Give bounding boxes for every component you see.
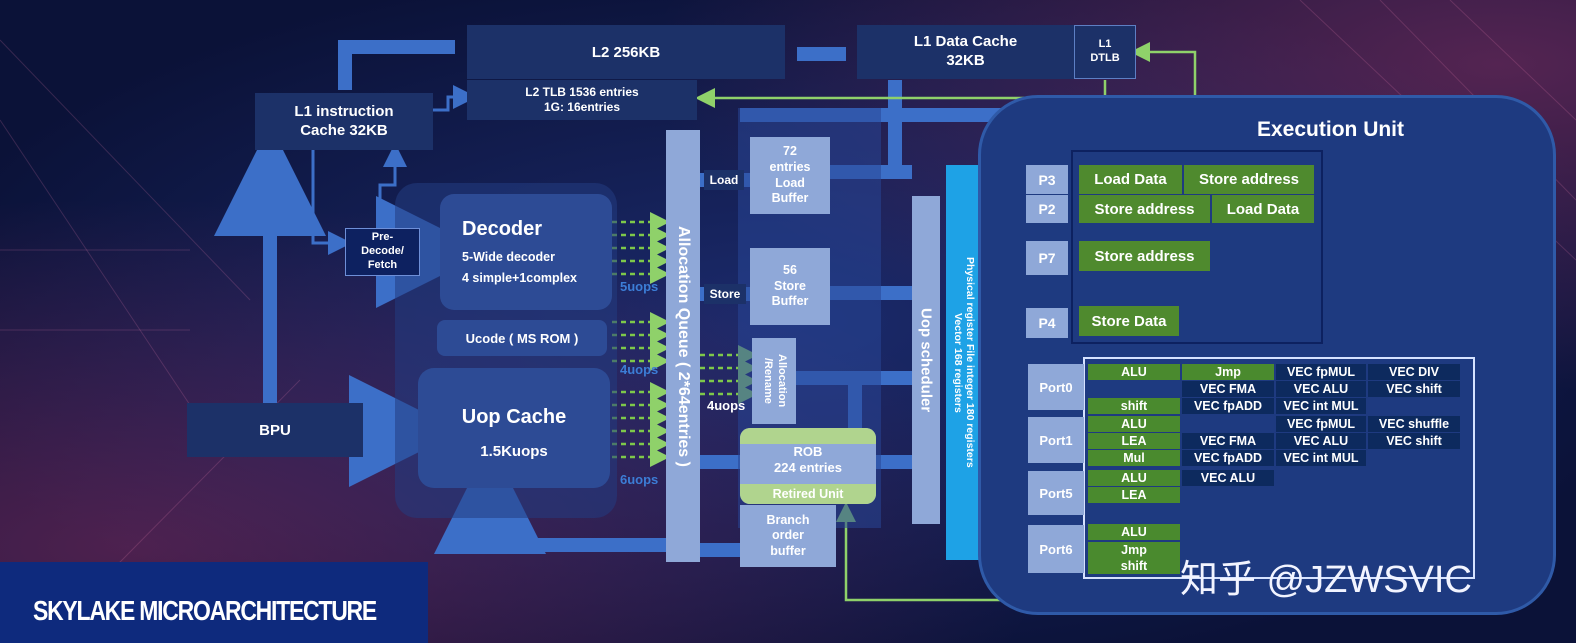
port-label-p4: P4 [1026, 308, 1068, 338]
port-label-port0: Port0 [1028, 364, 1084, 410]
bpu-text: BPU [259, 421, 291, 439]
exec-unit-port1-1-3: VEC shift [1368, 433, 1460, 449]
l1-dtlb-text: L1 DTLB [1090, 38, 1120, 64]
load-buffer: 72 entries Load Buffer [750, 137, 830, 214]
p4-store-data: Store Data [1079, 306, 1179, 336]
port-label-p3: P3 [1026, 165, 1068, 194]
l1-data-cache: L1 Data Cache 32KB [857, 25, 1074, 79]
exec-unit-port5-1-0: LEA [1088, 487, 1180, 503]
uop-cache-subtitle: 1.5Kuops [480, 443, 548, 460]
footer-banner-text: SKYLAKE MICROARCHITECTURE [33, 595, 377, 626]
port-label-port6: Port6 [1028, 525, 1084, 573]
allocation-queue: Allocation Queue ( 2*64entries ) [666, 130, 700, 562]
exec-unit-port1-0-1: VEC fpMUL [1276, 416, 1366, 432]
p7-store-address: Store address [1079, 241, 1210, 271]
exec-unit-port5-0-1: VEC ALU [1182, 470, 1274, 486]
physical-register-file: Physical register File integer 180 regis… [946, 165, 982, 560]
decoder: Decoder 5-Wide decoder 4 simple+1complex [440, 194, 612, 310]
branch-order-buffer: Branch order buffer [740, 505, 836, 567]
ucode-text: Ucode ( MS ROM ) [465, 330, 579, 346]
p2-load-data: Load Data [1212, 195, 1314, 223]
l1-dtlb: L1 DTLB [1074, 25, 1136, 79]
exec-unit-port6-1-0: Jmp [1088, 542, 1180, 558]
exec-unit-port1-2-2: VEC int MUL [1276, 450, 1366, 466]
footer-banner [0, 562, 428, 643]
uop-scheduler: Uop scheduler [912, 196, 940, 524]
allocation-queue-label: Allocation Queue ( 2*64entries ) [675, 225, 692, 467]
exec-unit-port0-0-0: ALU [1088, 364, 1180, 380]
exec-unit-port0-1-0: VEC FMA [1182, 381, 1274, 397]
load-tag-text: Load [709, 173, 739, 187]
l1d-text: L1 Data Cache 32KB [913, 33, 1018, 69]
exec-unit-port6-0-0: ALU [1088, 524, 1180, 540]
exec-unit-port1-0-0: ALU [1088, 416, 1180, 432]
register-file-text: Physical register File integer 180 regis… [952, 257, 977, 468]
store-tag: Store [704, 284, 746, 304]
port-label-port1: Port1 [1028, 417, 1084, 463]
exec-unit-port0-2-0: shift [1088, 398, 1180, 414]
exec-unit-port1-2-1: VEC fpADD [1182, 450, 1274, 466]
allocation-rename-text: Allocation /Rename [762, 354, 788, 408]
bpu: BPU [187, 403, 363, 457]
l1-instruction-cache: L1 instruction Cache 32KB [255, 93, 433, 150]
uop-cache: Uop Cache 1.5Kuops [418, 368, 610, 488]
exec-unit-port0-2-1: VEC fpADD [1182, 398, 1274, 414]
exec-unit-port6-2-0: shift [1088, 558, 1180, 574]
execution-unit-title: Execution Unit [1257, 118, 1405, 141]
retired-unit: Retired Unit [740, 484, 876, 504]
uops-4-label: 4uops [620, 362, 659, 377]
port-label-port5: Port5 [1028, 471, 1084, 515]
watermark: 知乎 @JZWSVIC [1180, 559, 1472, 601]
store-buffer-text: 56 Store Buffer [771, 263, 809, 309]
exec-unit-port0-2-2: VEC int MUL [1276, 398, 1366, 414]
exec-unit-port0-1-1: VEC ALU [1276, 381, 1366, 397]
p2-store-address: Store address [1079, 195, 1210, 223]
exec-unit-port0-0-1: Jmp [1182, 364, 1274, 380]
rob-text: ROB 224 entries [774, 444, 842, 476]
exec-unit-port0-0-2: VEC fpMUL [1276, 364, 1366, 380]
store-buffer: 56 Store Buffer [750, 248, 830, 325]
alu-ports-box [1083, 357, 1475, 579]
load-buffer-text: 72 entries Load Buffer [769, 144, 811, 206]
exec-unit-port0-1-2: VEC shift [1368, 381, 1460, 397]
l2-tlb-text: L2 TLB 1536 entries 1G: 16entries [525, 85, 639, 114]
exec-unit-port1-1-2: VEC ALU [1276, 433, 1366, 449]
l2-title: L2 256KB [591, 43, 661, 61]
ucode-ms-rom: Ucode ( MS ROM ) [437, 320, 607, 356]
exec-unit-port1-2-0: Mul [1088, 450, 1180, 466]
l1i-text: L1 instruction Cache 32KB [294, 102, 394, 139]
l2-tlb: L2 TLB 1536 entries 1G: 16entries [467, 80, 697, 120]
uop-scheduler-label: Uop scheduler [917, 307, 935, 413]
uops-6-label: 6uops [620, 472, 659, 487]
exec-unit-port1-1-1: VEC FMA [1182, 433, 1274, 449]
uops-5-label: 5uops [620, 279, 659, 294]
port-label-p7: P7 [1026, 241, 1068, 275]
predecode-text: Pre- Decode/ Fetch [361, 231, 404, 271]
port-label-p2: P2 [1026, 195, 1068, 223]
uops-4-rename-label: 4uops [707, 398, 746, 413]
decoder-subtitle: 5-Wide decoder 4 simple+1complex [462, 250, 577, 286]
p3-load-data: Load Data [1079, 165, 1182, 194]
exec-unit-port1-1-0: LEA [1088, 433, 1180, 449]
allocation-rename: Allocation /Rename [752, 338, 796, 424]
decoder-title: Decoder [462, 218, 543, 240]
l2-cache: L2 256KB [467, 25, 785, 79]
exec-unit-port5-0-0: ALU [1088, 470, 1180, 486]
p3-store-address: Store address [1184, 165, 1314, 194]
exec-unit-port0-0-3: VEC DIV [1368, 364, 1460, 380]
load-store-ports-box [1071, 150, 1323, 344]
load-tag: Load [704, 170, 744, 190]
branch-order-text: Branch order buffer [766, 512, 810, 558]
predecode-fetch: Pre- Decode/ Fetch [345, 228, 420, 276]
uop-cache-title: Uop Cache [461, 406, 567, 428]
store-tag-text: Store [709, 287, 741, 301]
rob: ROB 224 entries Retired Unit [740, 428, 876, 504]
exec-unit-port1-0-2: VEC shuffle [1368, 416, 1460, 432]
